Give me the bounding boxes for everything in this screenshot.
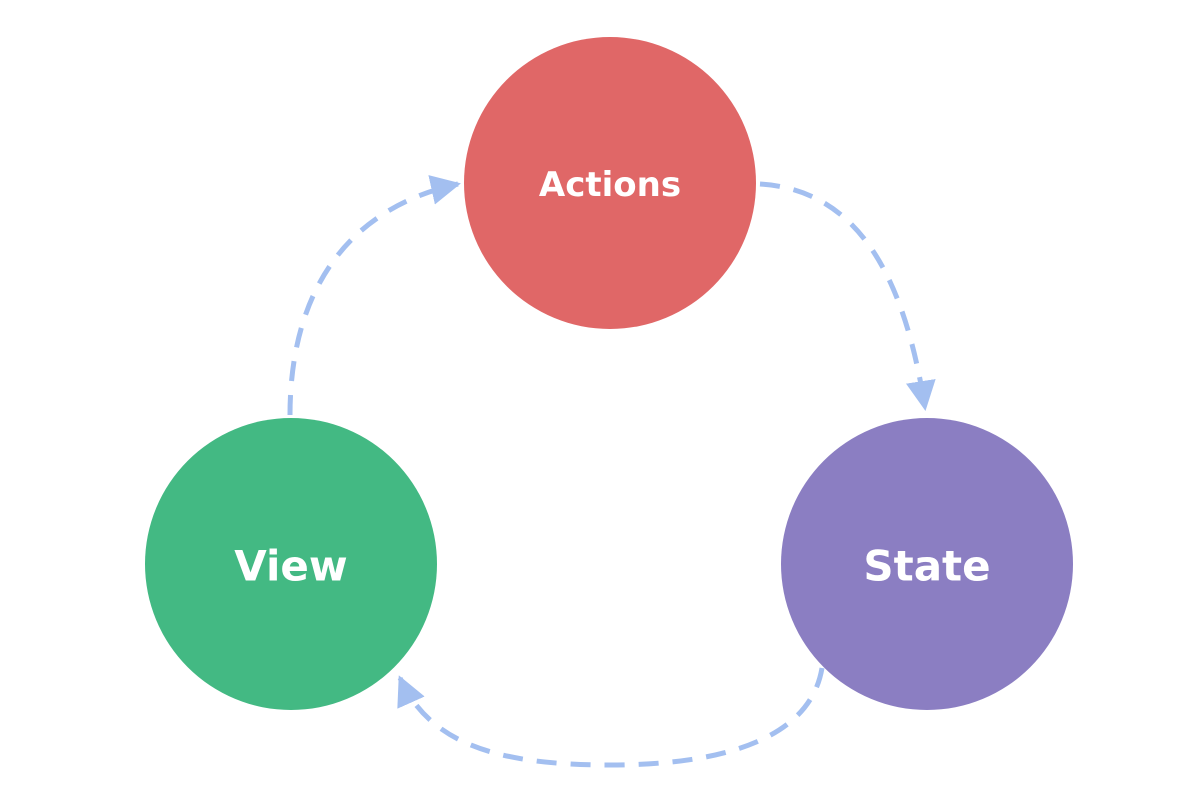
edges xyxy=(287,175,936,768)
edge-state-to-view xyxy=(397,667,825,768)
node-actions: Actions xyxy=(464,37,756,329)
edge-view-to-actions xyxy=(287,175,461,416)
edge-actions-to-state xyxy=(759,181,936,411)
node-view: View xyxy=(145,418,437,710)
node-actions-label: Actions xyxy=(539,165,681,205)
node-view-label: View xyxy=(234,542,347,591)
node-view-circle xyxy=(145,418,437,710)
node-state-circle xyxy=(781,418,1073,710)
node-actions-circle xyxy=(464,37,756,329)
node-state: State xyxy=(781,418,1073,710)
node-state-label: State xyxy=(863,542,990,591)
